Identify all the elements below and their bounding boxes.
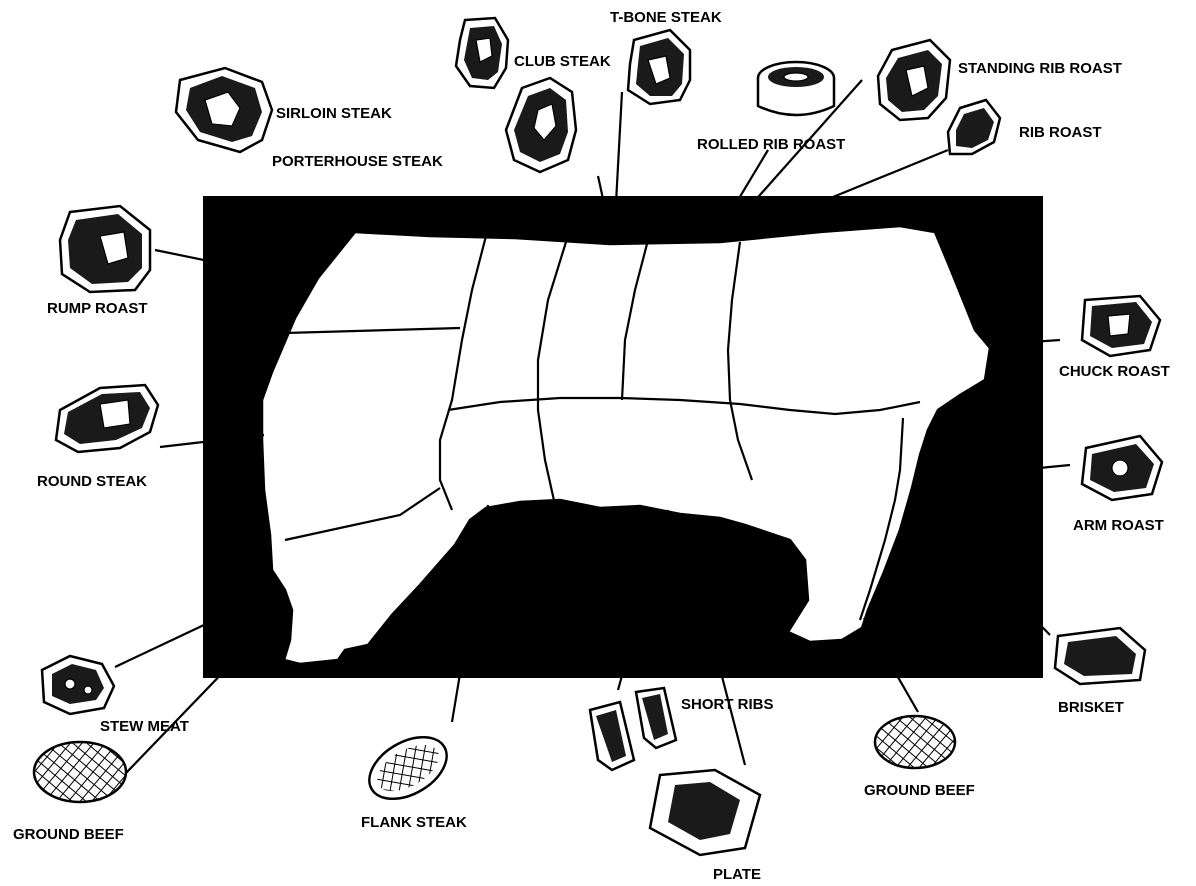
label-t-bone-steak: T-BONE STEAK [610,9,722,26]
club-steak-icon [456,18,508,88]
label-flank-steak: FLANK STEAK [361,814,467,831]
label-arm-roast: ARM ROAST [1073,517,1164,534]
label-standing-rib-roast: STANDING RIB ROAST [958,60,1122,77]
arm-roast-icon [1082,436,1162,500]
ground-beef-right-icon [875,716,955,768]
short-ribs-icon [590,688,676,770]
sirloin-steak-icon [176,68,272,152]
label-chuck-roast: CHUCK ROAST [1059,363,1170,380]
standing-rib-roast-icon [878,40,950,120]
flank-steak-icon [359,724,458,811]
label-club-steak: CLUB STEAK [514,53,611,70]
label-brisket: BRISKET [1058,699,1124,716]
label-stew-meat: STEW MEAT [100,718,189,735]
label-porterhouse-steak: PORTERHOUSE STEAK [272,153,443,170]
label-short-ribs: SHORT RIBS [681,696,774,713]
label-round-steak: ROUND STEAK [37,473,147,490]
stew-meat-icon [42,656,114,714]
label-rolled-rib-roast: ROLLED RIB ROAST [697,136,845,153]
plate-icon [650,770,760,855]
brisket-icon [1055,628,1145,684]
label-sirloin-steak: SIRLOIN STEAK [276,105,392,122]
label-ground-beef-left: GROUND BEEF [13,826,124,843]
rolled-rib-roast-icon [758,62,834,115]
porterhouse-steak-icon [506,78,576,172]
round-steak-icon [56,385,158,452]
label-ground-beef-right: GROUND BEEF [864,782,975,799]
label-rib-roast: RIB ROAST [1019,124,1102,141]
chuck-roast-icon [1082,296,1160,356]
rump-roast-icon [60,206,150,292]
label-plate: PLATE [713,866,761,883]
label-rump-roast: RUMP ROAST [47,300,148,317]
t-bone-steak-icon [628,30,690,104]
rib-roast-icon [948,100,1000,154]
ground-beef-left-icon [34,742,126,802]
